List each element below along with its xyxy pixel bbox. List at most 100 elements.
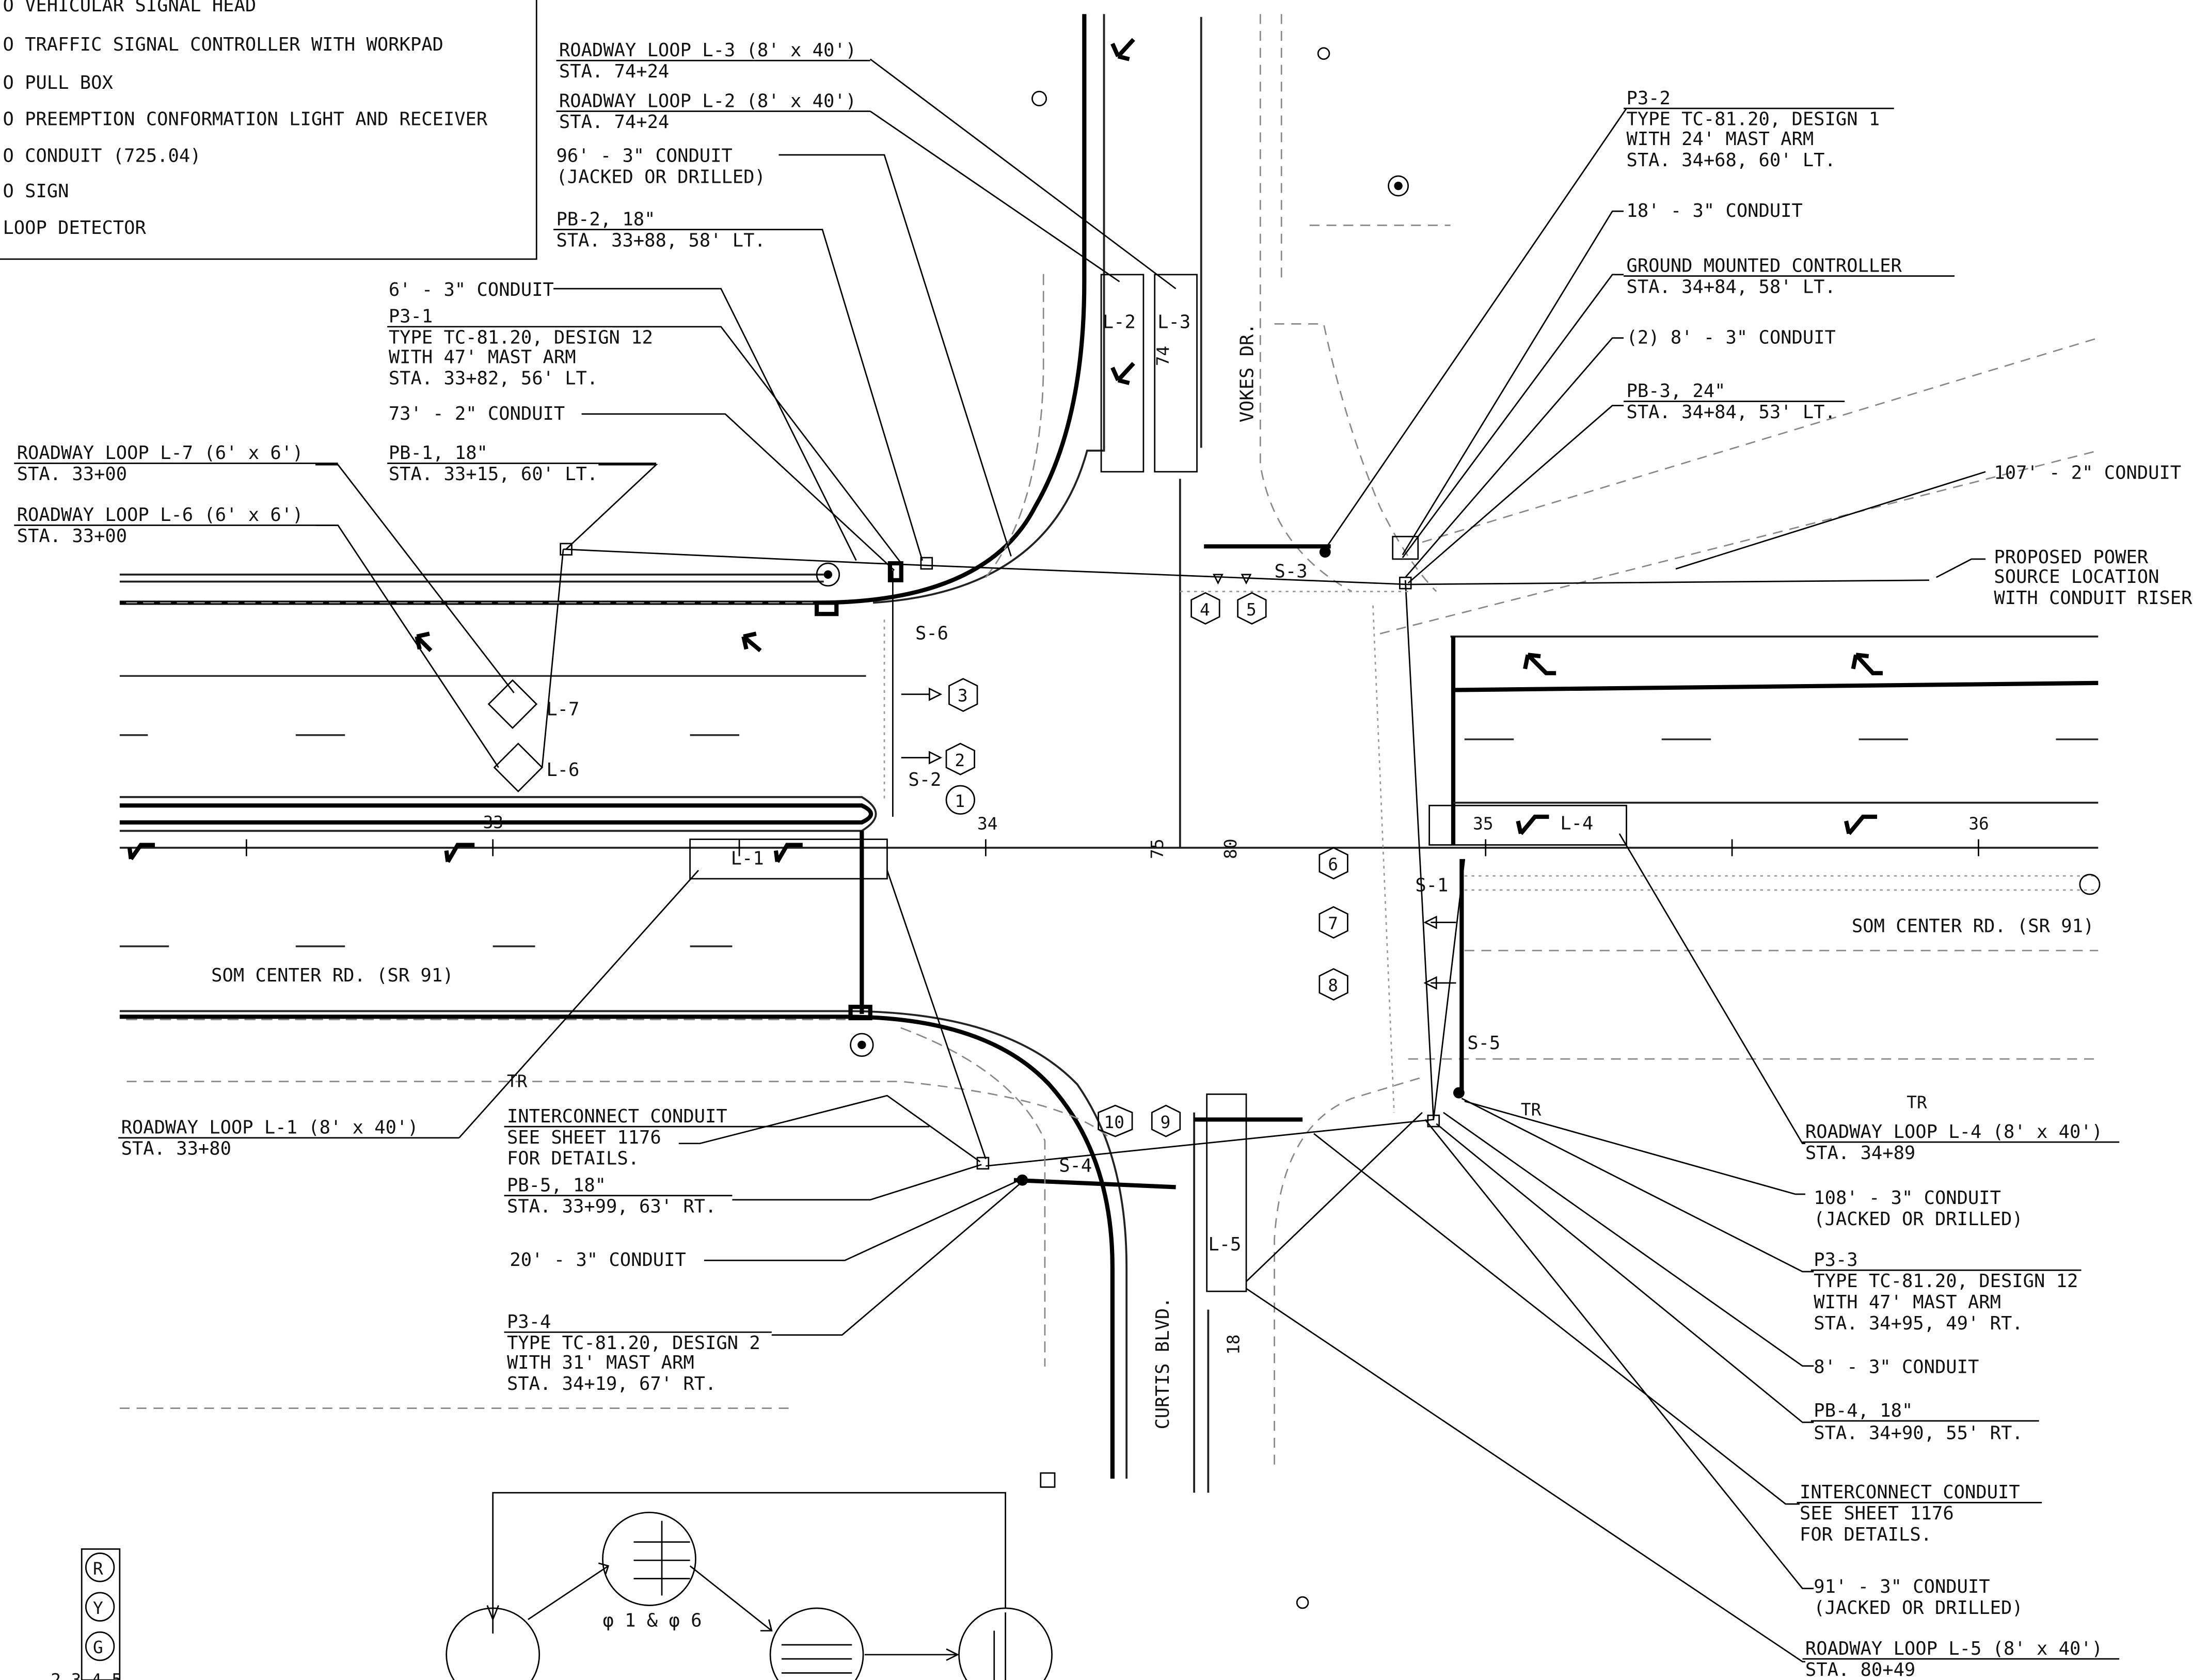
callout-conduit-91-note: (JACKED OR DRILLED) [1814, 1597, 2023, 1619]
label-s2: S-2 [908, 769, 941, 790]
label-tr: TR [1907, 1093, 1927, 1113]
signal-head-numbers: 1 2 3 4 5 6 7 8 9 10 [945, 592, 1348, 1137]
callout-p34-type: TYPE TC-81.20, DESIGN 2 [507, 1333, 760, 1354]
label-l7: L-7 [546, 699, 579, 720]
callout-loop-l7-sta: STA. 33+00 [17, 464, 127, 485]
label-s4: S-4 [1059, 1155, 1092, 1176]
label-s3: S-3 [1275, 561, 1308, 582]
label-l2: L-2 [1103, 312, 1136, 333]
head-number: 7 [1328, 914, 1338, 933]
street-som-center-west: SOM CENTER RD. (SR 91) [211, 965, 453, 986]
callout-loop-l1-title: ROADWAY LOOP L-1 (8' x 40') [121, 1117, 419, 1138]
callout-controller-title: GROUND MOUNTED CONTROLLER [1626, 255, 1902, 276]
equipment [126, 38, 1883, 1367]
station-18: 18 [1224, 1335, 1243, 1355]
callout-conduit-73: 73' - 2" CONDUIT [389, 403, 565, 424]
leader-lines [315, 58, 1986, 1662]
station-34: 34 [977, 814, 997, 834]
phase-diagram: φ 1 & φ 6 [446, 1492, 1053, 1680]
label-l1: L-1 [731, 848, 764, 869]
callout-interconnect-w-title: INTERCONNECT CONDUIT [507, 1106, 727, 1127]
callout-p32-sta: STA. 34+68, 60' LT. [1626, 150, 1835, 171]
callout-interconnect-w-sheet: SEE SHEET 1176 [507, 1127, 661, 1148]
legend-item: O TRAFFIC SIGNAL CONTROLLER WITH WORKPAD [3, 34, 443, 55]
pole-p3-2 [1319, 546, 1331, 558]
ground-controller [1392, 535, 1419, 560]
head-number: 3 [958, 686, 968, 705]
station-36: 36 [1968, 814, 1989, 834]
callout-conduit-91: 91' - 3" CONDUIT [1814, 1576, 1990, 1597]
head-number: 2 [955, 751, 965, 770]
pole-p3-4 [850, 1033, 874, 1057]
street-curtis: CURTIS BLVD. [1152, 1297, 1173, 1429]
callout-conduit-96-note: (JACKED OR DRILLED) [556, 167, 765, 188]
legend-item: O CONDUIT (725.04) [3, 146, 201, 167]
callout-pb2-title: PB-2, 18" [556, 209, 655, 230]
callout-conduit-6: 6' - 3" CONDUIT [389, 279, 554, 300]
callout-controller-sta: STA. 34+84, 58' LT. [1626, 276, 1835, 297]
station-33: 33 [483, 813, 503, 832]
callout-loop-l5-sta: STA. 80+49 [1805, 1659, 1915, 1680]
callout-conduit-20: 20' - 3" CONDUIT [510, 1249, 686, 1271]
callout-pb1-title: PB-1, 18" [389, 442, 488, 464]
callout-loop-l6-sta: STA. 33+00 [17, 526, 127, 547]
callout-p34-title: P3-4 [507, 1311, 551, 1333]
lens-green: G [93, 1638, 103, 1657]
callout-pb2-sta: STA. 33+88, 58' LT. [556, 230, 765, 251]
signal-head-indication: R Y G 2 3 4 5 [51, 1548, 122, 1680]
label-tr: TR [507, 1072, 528, 1091]
label-l3: L-3 [1157, 312, 1190, 333]
phase-circle [769, 1607, 864, 1680]
label-l5: L-5 [1208, 1234, 1241, 1255]
loop-l3 [1154, 274, 1198, 473]
callout-interconnect-w-details: FOR DETAILS. [507, 1148, 639, 1169]
label-tr: TR [1521, 1100, 1542, 1119]
callout-p33-title: P3-3 [1814, 1249, 1857, 1271]
lens-red: R [93, 1559, 103, 1578]
callout-pb5-sta: STA. 33+99, 63' RT. [507, 1196, 716, 1217]
callout-loop-l3-title: ROADWAY LOOP L-3 (8' x 40') [559, 40, 856, 61]
detector-loops [487, 274, 1627, 1292]
callout-p31-arm: WITH 47' MAST ARM [389, 347, 576, 368]
callout-pb3-sta: STA. 34+84, 53' LT. [1626, 402, 1835, 423]
loop-l2 [1100, 274, 1145, 473]
callout-p34-arm: WITH 31' MAST ARM [507, 1352, 694, 1373]
callout-loop-l3-sta: STA. 74+24 [559, 61, 669, 82]
callout-loop-l4-title: ROADWAY LOOP L-4 (8' x 40') [1805, 1121, 2103, 1143]
callout-loop-l2-title: ROADWAY LOOP L-2 (8' x 40') [559, 90, 856, 112]
callout-loop-l5-title: ROADWAY LOOP L-5 (8' x 40') [1805, 1638, 2103, 1659]
loop-l1 [689, 838, 888, 880]
station-74: 74 [1153, 346, 1173, 366]
pull-box-pb5 [976, 1156, 990, 1170]
misc-symbols [1031, 47, 2101, 1609]
station-75: 75 [1148, 838, 1167, 859]
callout-conduit-108-note: (JACKED OR DRILLED) [1814, 1209, 2023, 1230]
label-s5: S-5 [1467, 1033, 1500, 1054]
label-s1: S-1 [1415, 875, 1448, 896]
callout-conduit-108: 108' - 3" CONDUIT [1814, 1187, 2001, 1209]
pull-box-pb2 [920, 557, 933, 570]
callout-conduit-8: 8' - 3" CONDUIT [1814, 1356, 1979, 1377]
map-labels: SOM CENTER RD. (SR 91) SOM CENTER RD. (S… [211, 312, 2094, 1430]
callout-pb1-sta: STA. 33+15, 60' LT. [389, 464, 598, 485]
street-vokes: VOKES DR. [1237, 323, 1258, 422]
phase-circle [602, 1512, 696, 1606]
station-80: 80 [1221, 838, 1241, 859]
callout-interconnect-e-sheet: SEE SHEET 1176 [1800, 1503, 1954, 1524]
callout-power-1: PROPOSED POWER [1994, 547, 2148, 568]
lens-yellow: Y [93, 1598, 103, 1618]
callout-loop-l7-title: ROADWAY LOOP L-7 (6' x 6') [17, 442, 304, 464]
head-number: 9 [1161, 1113, 1171, 1132]
pull-box-pb1 [560, 543, 573, 556]
head-number: 5 [1246, 600, 1257, 620]
callout-power-3: WITH CONDUIT RISER [1994, 588, 2193, 609]
label-l6: L-6 [546, 759, 579, 781]
callout-pb4-title: PB-4, 18" [1814, 1400, 1913, 1421]
callout-pb5-title: PB-5, 18" [507, 1175, 606, 1196]
callout-conduit-96: 96' - 3" CONDUIT [556, 146, 732, 167]
callout-interconnect-e-details: FOR DETAILS. [1800, 1524, 1932, 1545]
callout-loop-l1-sta: STA. 33+80 [121, 1138, 231, 1160]
loop-l7 [487, 679, 538, 730]
callout-loop-l4-sta: STA. 34+89 [1805, 1143, 1915, 1164]
loop-l6 [493, 742, 544, 793]
